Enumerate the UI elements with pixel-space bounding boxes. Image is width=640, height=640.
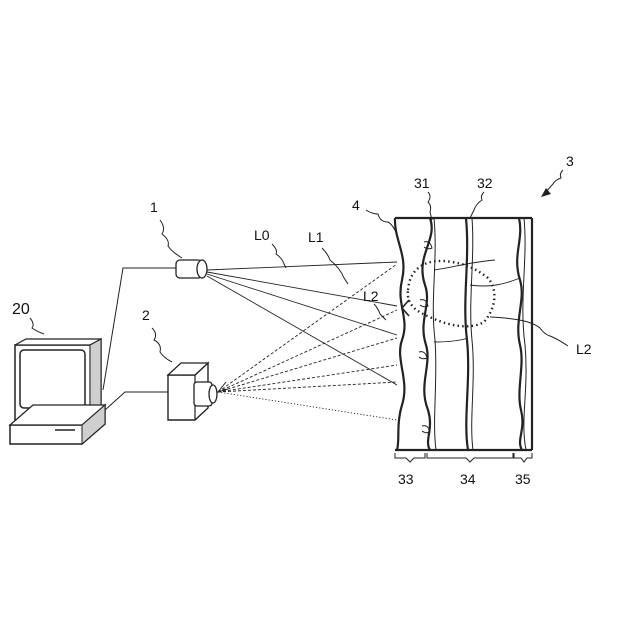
- arrow-object: [541, 188, 551, 197]
- leader-surface-layer: [366, 210, 396, 232]
- cable-to-light-source: [103, 268, 178, 390]
- label-region-35: 35: [515, 471, 531, 487]
- label-surface-layer: 4: [352, 197, 360, 213]
- leader-layer-31: [428, 192, 432, 220]
- leader-layer-32: [470, 192, 484, 218]
- label-layer-32: 32: [477, 175, 493, 191]
- computer-icon: [10, 339, 105, 444]
- leader-light-source: [160, 220, 182, 258]
- label-light-source: 1: [150, 199, 158, 215]
- label-camera: 2: [142, 307, 150, 323]
- label-region-33: 33: [398, 471, 414, 487]
- label-computer: 20: [12, 301, 30, 318]
- leader-beam-l0: [272, 244, 286, 268]
- camera-icon: [168, 363, 217, 420]
- label-region-34: 34: [460, 471, 476, 487]
- layered-object: [395, 218, 532, 450]
- label-beam-l0: L0: [254, 227, 270, 243]
- leader-camera: [152, 328, 172, 362]
- projector-icon: [176, 260, 207, 278]
- leader-computer: [30, 318, 44, 334]
- leader-beam-l2-inner: [374, 304, 386, 320]
- leader-beam-l2-outer: [490, 317, 568, 346]
- label-beam-l2-inner: L2: [363, 288, 379, 304]
- label-beam-l1: L1: [308, 229, 324, 245]
- label-layer-31: 31: [414, 175, 430, 191]
- leader-beam-l1: [322, 248, 348, 284]
- label-beam-l2-outer: L2: [576, 341, 592, 357]
- label-object: 3: [566, 153, 574, 169]
- cable-to-camera: [105, 392, 170, 410]
- region-brackets: [395, 453, 532, 462]
- reflected-beams: [218, 264, 409, 420]
